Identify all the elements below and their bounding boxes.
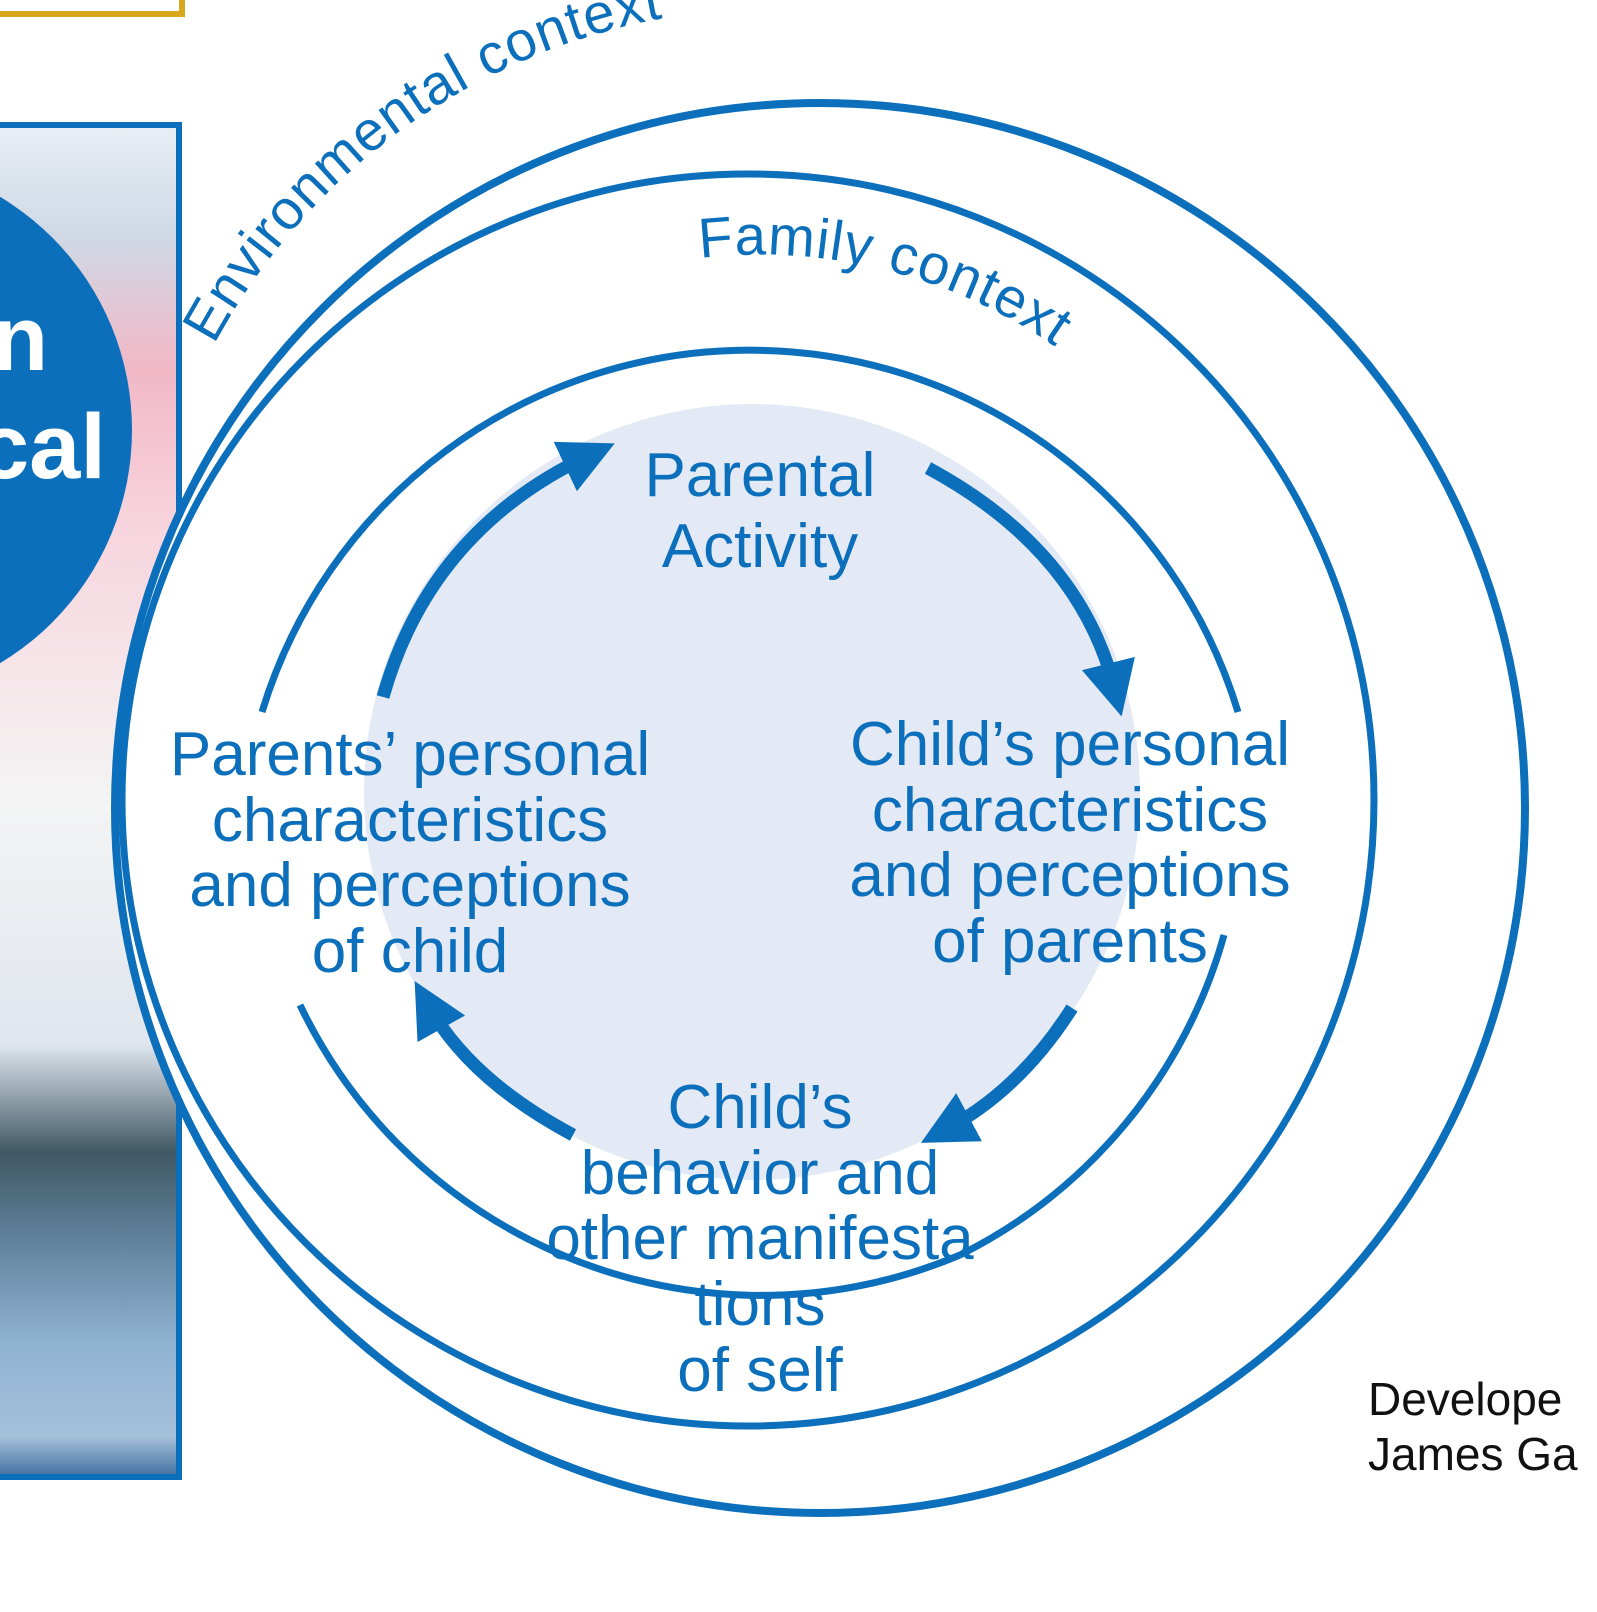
node-text: Parental [644, 441, 876, 510]
credit-text: Develope James Ga [1368, 1372, 1578, 1482]
node-text: of self [677, 1335, 843, 1405]
node-text: behavior and [580, 1138, 940, 1208]
arrow-behavior-to-parents [414, 981, 577, 1141]
badge-text-line2: cal [0, 396, 106, 498]
node-text: characteristics [871, 775, 1269, 845]
gold-frame [0, 0, 185, 17]
node-text: characteristics [211, 785, 609, 855]
center-fill [364, 404, 1140, 1180]
node-child-characteristics: Child’s personal characteristics and per… [790, 712, 1350, 975]
credit-line: James Ga [1368, 1428, 1578, 1481]
node-text: Child’s personal [850, 710, 1290, 779]
node-text: of parents [932, 907, 1208, 977]
arrow-parents-to-parental [376, 441, 615, 699]
inner-ring-arc-top [258, 346, 1242, 714]
title-badge [0, 196, 132, 664]
inner-ring-arc-bottom-left [296, 1003, 532, 1244]
node-text: of child [311, 917, 509, 987]
node-parental-activity: Parental Activity [560, 440, 960, 583]
node-text: and perceptions [849, 841, 1291, 911]
inner-ring-arc-bottom-right [958, 934, 1228, 1259]
credit-line: Develope [1368, 1373, 1563, 1425]
badge-text-line1: n [0, 288, 48, 390]
node-text: other manifesta [546, 1204, 974, 1274]
node-parents-characteristics: Parents’ personal characteristics and pe… [140, 722, 680, 985]
arrow-child-to-behavior [920, 1004, 1078, 1143]
node-text: Child’s [667, 1073, 853, 1142]
node-text: Activity [661, 512, 859, 582]
node-text: Parents’ personal [169, 720, 651, 789]
node-child-behavior: Child’s behavior and other manifesta tio… [500, 1075, 1020, 1404]
node-text: tions [694, 1270, 826, 1340]
node-text: and perceptions [189, 851, 631, 921]
inner-ring-arc-bottom [528, 1236, 962, 1299]
arrow-parental-to-child [924, 462, 1135, 717]
